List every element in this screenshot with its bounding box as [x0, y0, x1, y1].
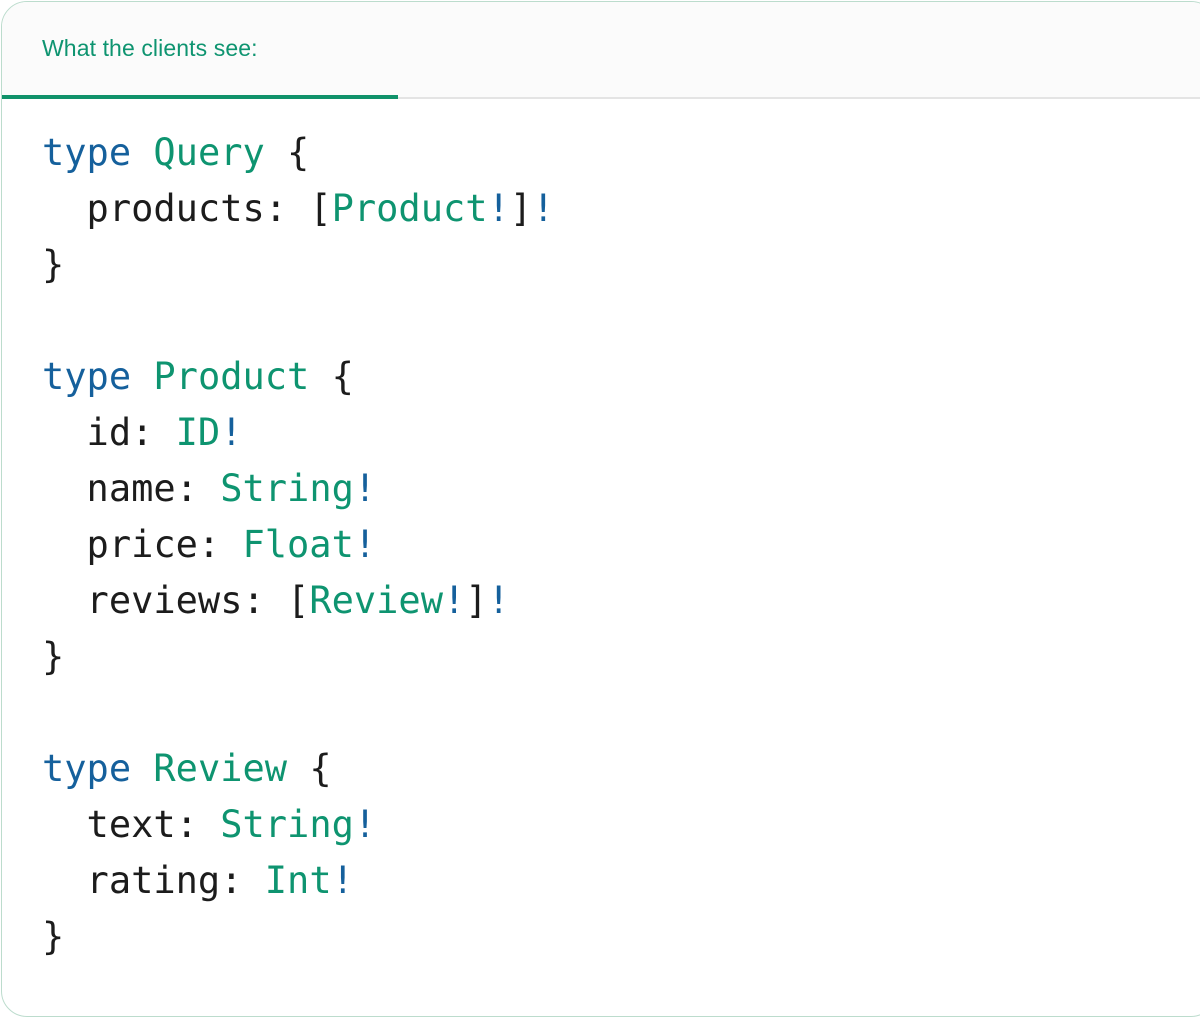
code-token-bang: !: [532, 187, 555, 230]
code-line: rating: Int!: [42, 853, 1200, 909]
code-token-punct: }: [42, 915, 65, 958]
code-token-type: Query: [153, 131, 265, 174]
code-token-type: Int: [264, 859, 332, 902]
code-token-punct: [: [309, 187, 332, 230]
code-line: type Review {: [42, 741, 1200, 797]
code-token-punct: {: [264, 131, 310, 174]
code-token-kw: type: [42, 747, 132, 790]
code-token-punct: {: [287, 747, 332, 790]
code-token-punct: [: [287, 579, 310, 622]
code-token-field: name:: [42, 467, 221, 510]
code-token-bang: !: [353, 803, 377, 846]
code-token-punct: [131, 355, 153, 398]
code-line: name: String!: [42, 461, 1200, 517]
code-token-field: text:: [42, 803, 221, 846]
graphql-schema-code[interactable]: type Query { products: [Product!]!} type…: [2, 125, 1200, 965]
code-token-type: String: [220, 467, 354, 510]
code-token-type: String: [220, 803, 354, 846]
tab-strip: What the clients see:: [2, 2, 1200, 99]
code-token-bang: !: [442, 579, 466, 622]
code-line: reviews: [Review!]!: [42, 573, 1200, 629]
code-token-field: products:: [42, 187, 310, 230]
code-token-type: ID: [175, 411, 221, 454]
code-line: id: ID!: [42, 405, 1200, 461]
code-token-field: rating:: [42, 859, 265, 902]
code-token-field: id:: [42, 411, 176, 454]
code-token-punct: }: [42, 243, 65, 286]
code-line: products: [Product!]!: [42, 181, 1200, 237]
code-line: }: [42, 237, 1200, 293]
code-token-field: reviews:: [42, 579, 288, 622]
code-token-kw: type: [42, 355, 132, 398]
code-line: }: [42, 909, 1200, 965]
code-token-bang: !: [331, 859, 354, 902]
tab-what-the-clients-see[interactable]: What the clients see:: [2, 2, 398, 99]
code-line: }: [42, 629, 1200, 685]
code-token-bang: !: [487, 187, 510, 230]
code-line: type Product {: [42, 349, 1200, 405]
code-token-punct: [131, 747, 153, 790]
code-area: type Query { products: [Product!]!} type…: [2, 99, 1200, 965]
code-token-punct: ]: [465, 579, 488, 622]
code-token-bang: !: [487, 579, 510, 622]
code-token-bang: !: [353, 523, 377, 566]
code-token-bang: !: [353, 467, 377, 510]
code-line: type Query {: [42, 125, 1200, 181]
code-line: [42, 685, 1200, 741]
code-token-type: Review: [309, 579, 443, 622]
code-token-punct: {: [309, 355, 354, 398]
code-line: price: Float!: [42, 517, 1200, 573]
code-line: [42, 293, 1200, 349]
code-token-punct: }: [42, 635, 65, 678]
code-token-bang: !: [220, 411, 243, 454]
code-token-type: Review: [153, 747, 288, 790]
code-token-type: Float: [242, 523, 354, 566]
code-token-field: price:: [42, 523, 243, 566]
code-token-kw: type: [42, 131, 132, 174]
code-line: text: String!: [42, 797, 1200, 853]
tab-label: What the clients see:: [42, 35, 258, 61]
code-token-type: Product: [331, 187, 488, 230]
code-token-type: Product: [153, 355, 310, 398]
code-token-punct: [131, 131, 153, 174]
code-token-punct: ]: [509, 187, 533, 230]
